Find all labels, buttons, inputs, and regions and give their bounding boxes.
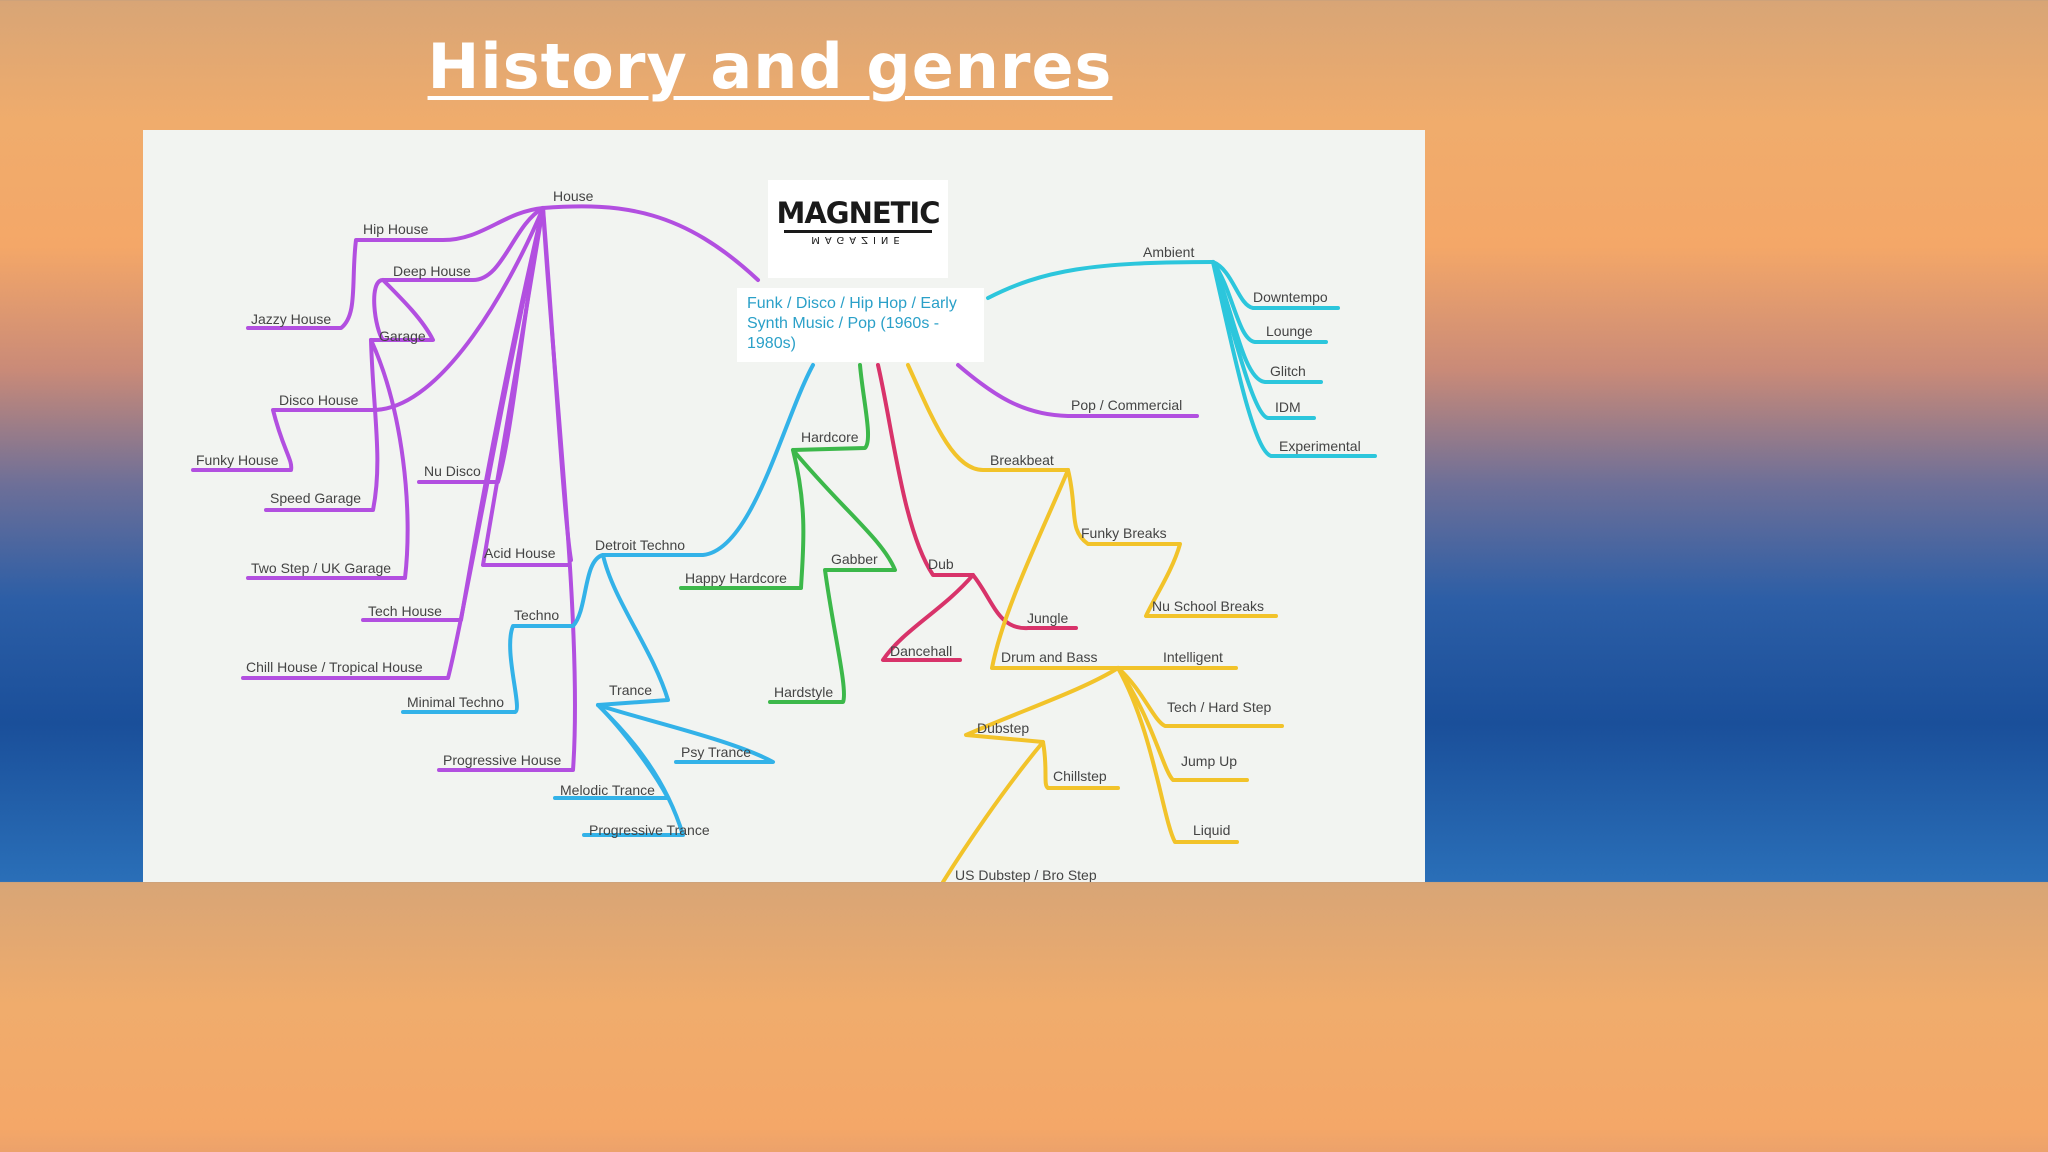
label-glitch: Glitch	[1270, 363, 1306, 379]
label-lounge: Lounge	[1266, 323, 1313, 339]
label-pop-commercial: Pop / Commercial	[1071, 397, 1182, 413]
label-trance: Trance	[609, 682, 652, 698]
label-detroit-techno: Detroit Techno	[595, 537, 685, 553]
label-tech-hard-step: Tech / Hard Step	[1167, 699, 1271, 715]
magnetic-logo: MAGNETIC MAGAZINE	[768, 180, 948, 278]
label-gabber: Gabber	[831, 551, 878, 567]
label-dancehall: Dancehall	[890, 643, 952, 659]
label-chillstep: Chillstep	[1053, 768, 1107, 784]
label-hardstyle: Hardstyle	[774, 684, 833, 700]
label-nu-school-breaks: Nu School Breaks	[1152, 598, 1264, 614]
mindmap-branches: House Hip House Deep House Jazzy House G…	[191, 188, 1377, 882]
label-melodic-trance: Melodic Trance	[560, 782, 655, 798]
label-psy-trance: Psy Trance	[681, 744, 751, 760]
label-hardcore: Hardcore	[801, 429, 859, 445]
label-progressive-house: Progressive House	[443, 752, 561, 768]
label-acid-house: Acid House	[484, 545, 556, 561]
center-node: Funk / Disco / Hip Hop / Early Synth Mus…	[737, 288, 984, 362]
label-dubstep: Dubstep	[977, 720, 1029, 736]
page-title: History and genres	[427, 30, 1113, 103]
label-dub: Dub	[928, 556, 954, 572]
label-funky-house: Funky House	[196, 452, 279, 468]
breakbeat-branches	[906, 363, 1284, 882]
hardcore-branches	[679, 363, 897, 704]
label-funky-breaks: Funky Breaks	[1081, 525, 1167, 541]
genre-mindmap: House Hip House Deep House Jazzy House G…	[143, 130, 1425, 882]
label-jump-up: Jump Up	[1181, 753, 1237, 769]
label-ambient: Ambient	[1143, 244, 1194, 260]
label-drum-and-bass: Drum and Bass	[1001, 649, 1097, 665]
label-chill-house: Chill House / Tropical House	[246, 659, 423, 675]
pop-branch	[956, 363, 1199, 418]
label-intelligent: Intelligent	[1163, 649, 1223, 665]
techno-branches	[401, 363, 815, 837]
dub-branches	[876, 363, 1078, 662]
label-nu-disco: Nu Disco	[424, 463, 481, 479]
label-liquid: Liquid	[1193, 822, 1230, 838]
center-node-label: Funk / Disco / Hip Hop / Early Synth Mus…	[747, 295, 957, 352]
label-breakbeat: Breakbeat	[990, 452, 1054, 468]
label-downtempo: Downtempo	[1253, 289, 1328, 305]
label-deep-house: Deep House	[393, 263, 471, 279]
label-us-dubstep: US Dubstep / Bro Step	[955, 867, 1097, 882]
label-hip-house: Hip House	[363, 221, 429, 237]
label-jungle: Jungle	[1027, 610, 1068, 626]
label-two-step: Two Step / UK Garage	[251, 560, 391, 576]
label-garage: Garage	[379, 328, 426, 344]
label-jazzy-house: Jazzy House	[251, 311, 331, 327]
label-house: House	[553, 188, 594, 204]
label-tech-house: Tech House	[368, 603, 442, 619]
label-idm: IDM	[1275, 399, 1301, 415]
label-techno: Techno	[514, 607, 559, 623]
label-happy-hardcore: Happy Hardcore	[685, 570, 787, 586]
label-progressive-trance: Progressive Trance	[589, 822, 710, 838]
house-branches	[191, 204, 760, 772]
label-experimental: Experimental	[1279, 438, 1361, 454]
ambient-branches	[986, 260, 1377, 458]
label-disco-house: Disco House	[279, 392, 359, 408]
label-speed-garage: Speed Garage	[270, 490, 361, 506]
label-minimal-techno: Minimal Techno	[407, 694, 504, 710]
